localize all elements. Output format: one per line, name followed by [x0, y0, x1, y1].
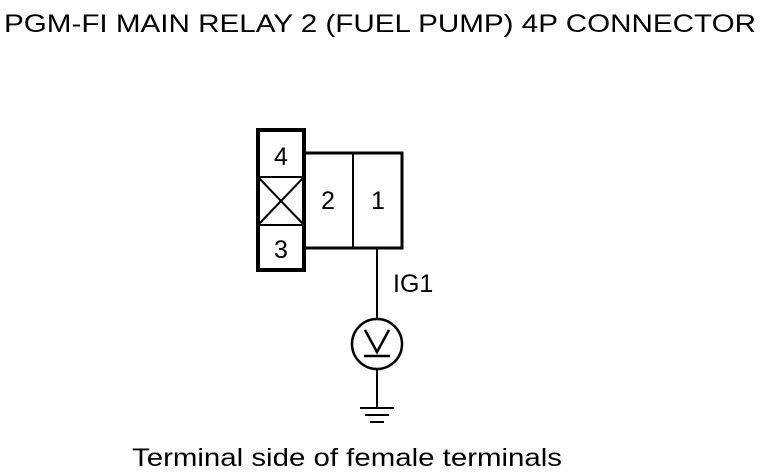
- terminal-3-label: 3: [274, 236, 288, 264]
- terminal-2-label: 2: [321, 187, 335, 215]
- unused-cavity-cross-icon: [257, 176, 305, 226]
- terminal-4-label: 4: [274, 143, 288, 171]
- caption: Terminal side of female terminals: [132, 444, 562, 472]
- wire-label: IG1: [393, 270, 433, 298]
- terminal-1-label: 1: [371, 187, 385, 215]
- connector-4p: [256, 128, 404, 272]
- page-title: PGM-FI MAIN RELAY 2 (FUEL PUMP) 4P CONNE…: [4, 10, 756, 38]
- voltmeter-icon: [350, 317, 404, 371]
- ground-icon: [360, 407, 394, 423]
